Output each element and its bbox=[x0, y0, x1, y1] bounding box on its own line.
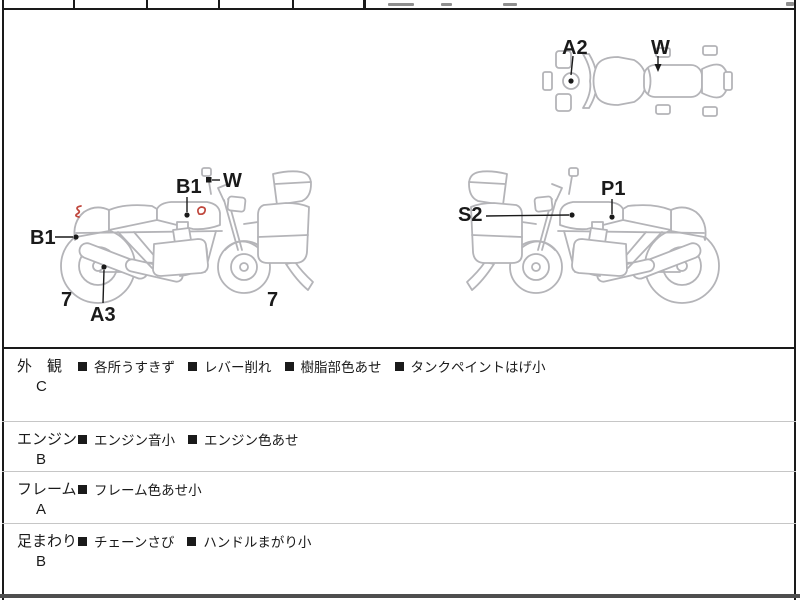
arrowhead bbox=[654, 64, 662, 72]
leader-line bbox=[485, 214, 570, 217]
bullet-square-icon bbox=[284, 361, 294, 371]
inspection-row-undercarriage: 足まわり B チェーンさび ハンドルまがり小 bbox=[2, 524, 796, 596]
grade-value: B bbox=[36, 553, 47, 570]
marker-dot bbox=[609, 214, 615, 220]
header-cell-divider bbox=[73, 0, 75, 8]
bullet-square-icon bbox=[78, 361, 87, 371]
motorcycle-top-view: A2 W bbox=[542, 37, 733, 117]
cropped-text-remnant bbox=[388, 3, 414, 6]
label-a2: A2 bbox=[562, 37, 588, 59]
cropped-text-remnant bbox=[441, 3, 452, 6]
category-label: フレーム bbox=[17, 481, 77, 498]
next-section-top-border bbox=[0, 594, 800, 598]
grade-value: A bbox=[36, 501, 47, 518]
bullet-square-icon bbox=[78, 536, 87, 546]
condition-items: チェーンさび ハンドルまがり小 bbox=[78, 531, 324, 551]
row-separator bbox=[2, 523, 796, 524]
condition-item: ハンドルまがり小 bbox=[187, 531, 311, 551]
inspection-table: 外 観 C 各所うすきず レバー削れ 樹脂部色あせ タンクペイントはげ小 エンジ… bbox=[2, 347, 796, 596]
inspection-row-engine: エンジン B エンジン音小 エンジン色あせ bbox=[2, 422, 796, 471]
row-separator bbox=[2, 421, 796, 422]
condition-item: エンジン音小 bbox=[78, 429, 175, 449]
bullet-square-icon bbox=[188, 361, 197, 371]
label-a3: A3 bbox=[90, 304, 116, 326]
condition-item: 樹脂部色あせ bbox=[284, 356, 382, 376]
bullet-square-icon bbox=[394, 361, 404, 371]
bullet-square-icon bbox=[78, 484, 87, 494]
header-cell-divider bbox=[218, 0, 220, 8]
damage-mark-tank-scratch bbox=[197, 206, 207, 216]
label-b1-rear: B1 bbox=[30, 227, 56, 249]
front-wheel-grade: 7 bbox=[267, 289, 278, 311]
marker-dot bbox=[184, 212, 190, 218]
motorcycle-right-side-view: S2 P1 bbox=[458, 167, 720, 304]
leader-line bbox=[102, 269, 105, 304]
label-p1: P1 bbox=[601, 178, 625, 200]
marker-dot bbox=[568, 78, 574, 84]
category-label: エンジン bbox=[17, 431, 78, 448]
marker-dot bbox=[569, 212, 575, 218]
condition-item: フレーム色あせ小 bbox=[78, 479, 202, 499]
category-label: 足まわり bbox=[17, 533, 78, 550]
condition-items: 各所うすきず レバー削れ 樹脂部色あせ タンクペイントはげ小 bbox=[78, 356, 559, 376]
page-border-right bbox=[794, 0, 796, 600]
label-b1-tank: B1 bbox=[176, 176, 202, 198]
bullet-square-icon bbox=[188, 434, 197, 444]
cropped-header-row bbox=[0, 0, 800, 11]
rear-wheel-grade: 7 bbox=[61, 289, 72, 311]
condition-items: エンジン音小 エンジン色あせ bbox=[78, 429, 312, 449]
condition-diagram: A2 W B1 B1 W A3 bbox=[30, 37, 733, 326]
label-s2: S2 bbox=[458, 204, 482, 226]
marker-dot bbox=[101, 264, 107, 270]
page-border-left bbox=[2, 0, 4, 600]
cropped-text-remnant bbox=[786, 2, 794, 6]
label-w-left: W bbox=[223, 170, 242, 192]
inspection-row-exterior: 外 観 C 各所うすきず レバー削れ 樹脂部色あせ タンクペイントはげ小 bbox=[2, 349, 796, 421]
condition-items: フレーム色あせ小 bbox=[78, 479, 215, 499]
condition-item: タンクペイントはげ小 bbox=[394, 356, 546, 376]
row-separator bbox=[2, 471, 796, 472]
inspection-row-frame: フレーム A フレーム色あせ小 bbox=[2, 472, 796, 523]
marker-dot bbox=[73, 234, 79, 240]
cropped-text-remnant bbox=[503, 3, 517, 6]
header-row-bottom-border bbox=[2, 8, 796, 10]
header-cell-divider bbox=[292, 0, 294, 8]
label-w-top: W bbox=[651, 37, 670, 59]
condition-item: チェーンさび bbox=[78, 531, 174, 551]
condition-item: 各所うすきず bbox=[78, 356, 175, 376]
header-cell-divider bbox=[2, 0, 4, 8]
header-cell-divider bbox=[363, 0, 366, 8]
grade-value: B bbox=[36, 451, 47, 468]
motorcycle-left-side-view: B1 B1 W A3 7 7 bbox=[30, 167, 314, 326]
damage-mark-tail-scratch bbox=[75, 205, 82, 218]
grade-value: C bbox=[36, 378, 47, 395]
condition-item: レバー削れ bbox=[188, 356, 272, 376]
condition-item: エンジン色あせ bbox=[188, 429, 299, 449]
marker-square bbox=[206, 177, 212, 183]
category-label: 外 観 bbox=[17, 358, 63, 375]
bullet-square-icon bbox=[187, 536, 197, 546]
bullet-square-icon bbox=[78, 434, 87, 444]
header-cell-divider bbox=[146, 0, 148, 8]
leader-line bbox=[570, 55, 574, 76]
